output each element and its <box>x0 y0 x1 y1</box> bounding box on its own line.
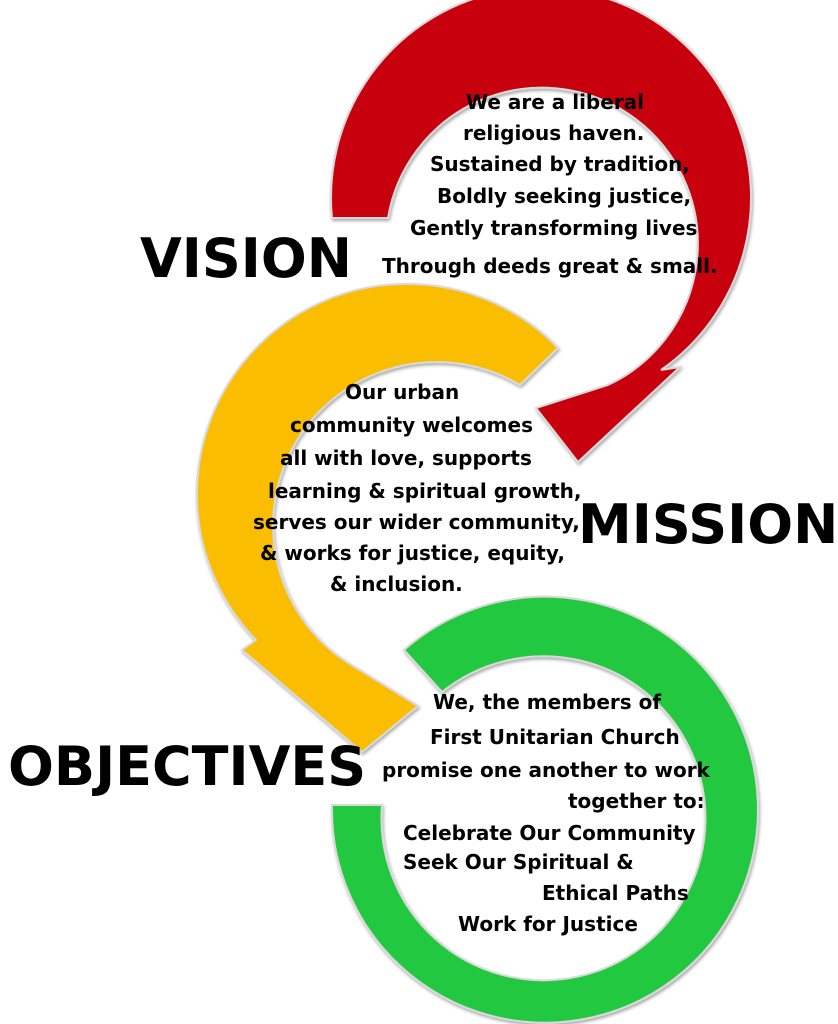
objectives-line: Ethical Paths <box>542 881 689 905</box>
vision-arc <box>330 0 753 464</box>
vision-line: Boldly seeking justice, <box>437 184 692 208</box>
objectives-line: Seek Our Spiritual & <box>403 850 634 874</box>
objectives-line: Celebrate Our Community <box>403 821 696 845</box>
objectives-line: We, the members of <box>433 690 662 714</box>
mission-line: Our urban <box>345 380 460 404</box>
mission-line: community welcomes <box>290 413 533 437</box>
objectives-heading: OBJECTIVES <box>8 735 367 798</box>
mission-line: learning & spiritual growth, <box>268 479 582 503</box>
vision-line: We are a liberal <box>466 90 645 114</box>
mission-line: & works for justice, equity, <box>260 541 565 565</box>
objectives-line: First Unitarian Church <box>430 725 680 749</box>
vision-line: Sustained by tradition, <box>430 152 690 176</box>
mission-line: serves our wider community, <box>253 510 580 534</box>
objectives-line: promise one another to work <box>382 758 710 782</box>
objectives-line: together to: <box>568 789 705 813</box>
mission-arc <box>196 282 560 754</box>
vision-line: Through deeds great & small. <box>382 254 718 278</box>
vision-heading: VISION <box>140 227 352 290</box>
vision-line: religious haven. <box>463 121 645 145</box>
vision-line: Gently transforming lives <box>410 216 698 240</box>
objectives-arc <box>330 595 759 1024</box>
objectives-line: Work for Justice <box>458 912 638 936</box>
mission-heading: MISSION <box>578 493 838 556</box>
mission-line: & inclusion. <box>330 572 463 596</box>
mission-line: all with love, supports <box>280 446 532 470</box>
